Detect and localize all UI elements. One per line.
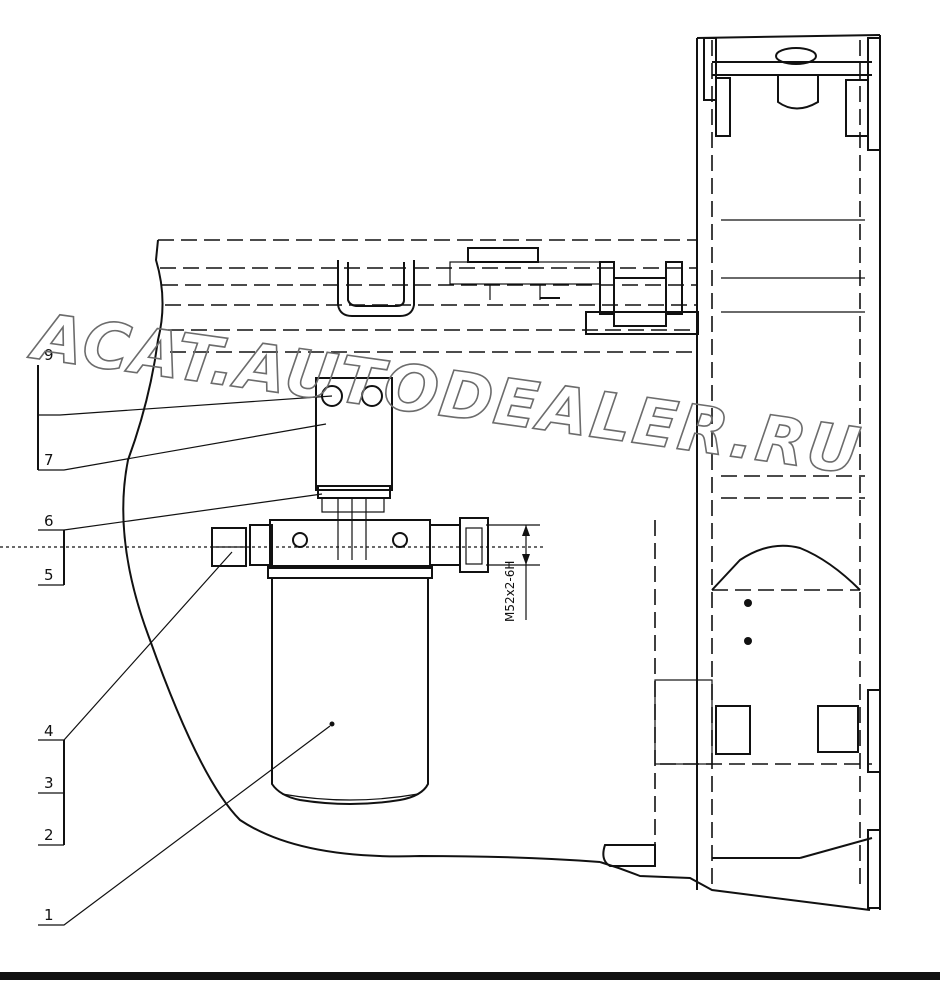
filter-canister [267,565,433,805]
lower-structure [602,520,881,909]
callout-4: 4 [44,722,54,740]
callout-5: 5 [44,566,54,584]
callout-9: 9 [44,346,54,364]
callout-1: 1 [44,906,54,924]
callout-3: 3 [44,774,54,792]
watermark: ACAT.AUTODEALER.RU [24,300,866,490]
leader-lines [38,395,333,926]
body-outline [122,239,601,863]
callout-2: 2 [44,826,54,844]
dimension-label: M52x2-6H [503,561,517,622]
filter-bracket [315,377,393,560]
dimension-m52: M52x2-6H [486,524,540,622]
filter-head [211,517,489,573]
callout-column: 9 7 6 5 4 3 2 1 [37,346,65,924]
top-fitting [775,47,819,110]
cross-member [158,239,699,353]
lower-outline [599,861,871,911]
callout-6: 6 [44,512,54,530]
callout-7: 7 [44,451,54,469]
frame-rail [696,34,881,910]
bottom-border [0,972,940,980]
